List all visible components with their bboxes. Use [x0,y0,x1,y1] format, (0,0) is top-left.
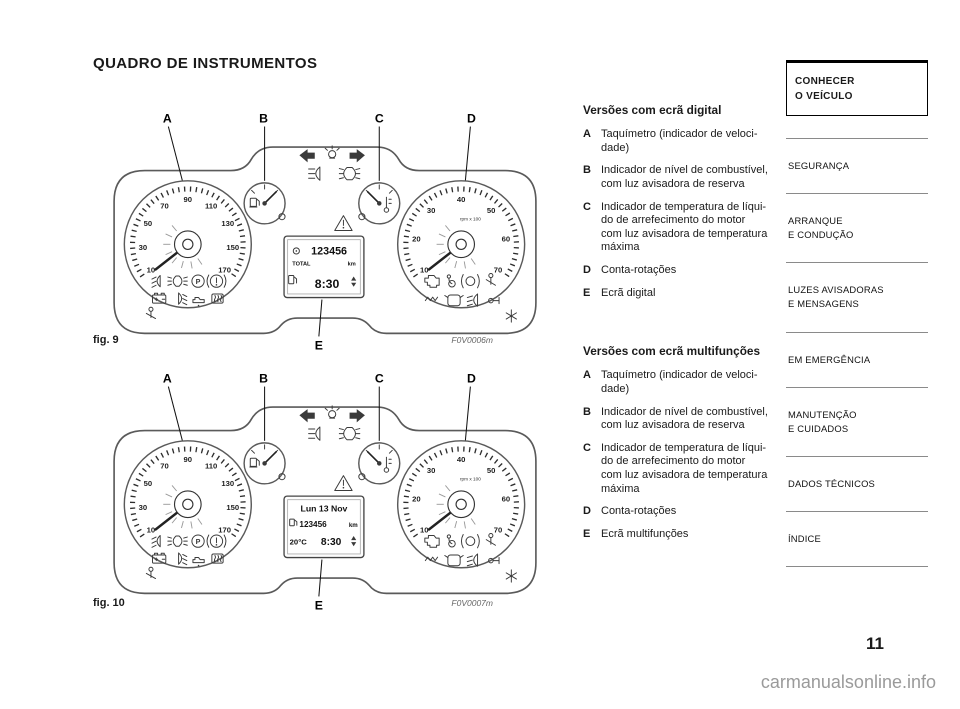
odometer-unit: km [348,261,356,267]
figure-9-caption: fig. 9 F0V0006m [93,334,539,346]
fig10-lcd-content: Lun 13 Nov 123456 km 20°C 8:30 [289,503,358,548]
trip-up-icon [351,536,357,541]
sidebar-item-indice[interactable]: ÍNDICE [786,512,928,568]
section-tabs-sidebar: CONHECER O VEÍCULO SEGURANÇA ARRANQUE E … [786,60,928,568]
item-text: Indicador de temperatura de líqui- do de… [601,200,768,254]
trip-down-icon [351,542,357,547]
trip-up-icon [351,276,357,281]
sidebar-item-seguranca[interactable]: SEGURANÇA [786,139,928,195]
sidebar-item-dados-tecnicos[interactable]: DADOS TÉCNICOS [786,457,928,512]
section-title: Versões com ecrã multifunções [583,344,761,359]
watermark: carmanualsonline.info [760,672,936,692]
item-text: Taquímetro (indicador de veloci- dade) [601,128,758,154]
item-text: Indicador de nível de combustível, com l… [601,405,768,432]
item-letter: A [583,369,591,382]
section-digital-clock: Versões com ecrã digital A Taquímetro (in… [583,103,783,300]
list-item: A Taquímetro (indicador de veloci- dade) [583,128,783,155]
list-item: C Indicador de temperatura de líqui- do d… [583,442,783,497]
item-letter: D [583,264,591,276]
item-letter: E [583,286,591,299]
list-item: E Ecrã multifunções [583,528,783,542]
item-text: Ecrã multifunções [601,527,689,540]
item-text: Indicador de temperatura de líqui- do de… [601,441,768,495]
figure-10-cluster: Lun 13 Nov 123456 km 20°C 8:30 [110,366,540,617]
item-letter: D [583,505,591,518]
list-item: A Taquímetro (indicador de veloci- dade) [583,369,783,396]
trip-down-icon [351,282,357,287]
figure-9-cluster: 123456 TOTAL km 8:30 [110,106,540,357]
item-text: Conta-rotações [601,505,677,518]
sidebar-item-luzes-avisadoras-e-mensagens[interactable]: LUZES AVISADORAS E MENSAGENS [786,263,928,333]
page-title: QUADRO DE INSTRUMENTOS [93,55,318,72]
figure-label: fig. 9 [93,334,119,346]
odometer-unit: km [349,522,358,529]
item-text: Indicador de nível de combustível, com l… [601,164,768,190]
sidebar-list: SEGURANÇA ARRANQUE E CONDUÇÃO LUZES AVIS… [786,138,928,568]
sidebar-item-conhecer-o-veiculo[interactable]: CONHECER O VEÍCULO [786,60,928,116]
list-item: D Conta-rotações [583,264,783,278]
item-letter: C [583,441,591,454]
section-multifunction-display: Versões com ecrã multifunções A Taquímetr… [583,344,783,541]
figure-label: fig. 10 [93,597,125,609]
list-item: B Indicador de nível de combustível, com … [583,406,783,433]
description-column: Versões com ecrã digital A Taquímetro (in… [583,103,783,551]
figure-code: F0V0006m [451,335,493,345]
item-letter: A [583,128,591,140]
list-item: B Indicador de nível de combustível, com … [583,164,783,191]
item-text: Conta-rotações [601,264,677,276]
item-letter: B [583,164,591,177]
fig9-lcd-content: 123456 TOTAL km 8:30 [288,246,357,291]
sidebar-item-manutencao-e-cuidados[interactable]: MANUTENÇÃO E CUIDADOS [786,388,928,457]
clock-value: 8:30 [321,537,342,548]
lcd-fuel-pump-icon [289,518,298,527]
item-text: Ecrã digital [601,286,656,299]
list-item: E Ecrã digital [583,287,783,301]
section-title: Versões com ecrã digital [583,103,722,117]
lcd-fuel-pump-icon [288,275,298,285]
page-number: 11 [866,634,884,653]
figure-code: F0V0007m [451,598,493,608]
list-item: D Conta-rotações [583,505,783,519]
item-letter: C [583,200,591,213]
odometer-icon [292,247,300,255]
sidebar-item-em-emergencia[interactable]: EM EMERGÊNCIA [786,333,928,388]
lcd-date: Lun 13 Nov [301,503,348,513]
figure-10-caption: fig. 10 F0V0007m [93,597,539,609]
odometer-value: 123456 [311,246,347,258]
clock-value: 8:30 [315,277,340,291]
item-letter: E [583,527,591,540]
lcd-temp: 20°C [290,538,308,547]
odometer-value: 123456 [299,520,327,529]
item-text: Taquímetro (indicador de veloci- dade) [601,369,758,395]
list-item: C Indicador de temperatura de líqui- do d… [583,201,783,256]
item-letter: B [583,405,591,418]
sidebar-item-arranque-e-conducao[interactable]: ARRANQUE E CONDUÇÃO [786,194,928,264]
odometer-label: TOTAL [292,261,311,267]
